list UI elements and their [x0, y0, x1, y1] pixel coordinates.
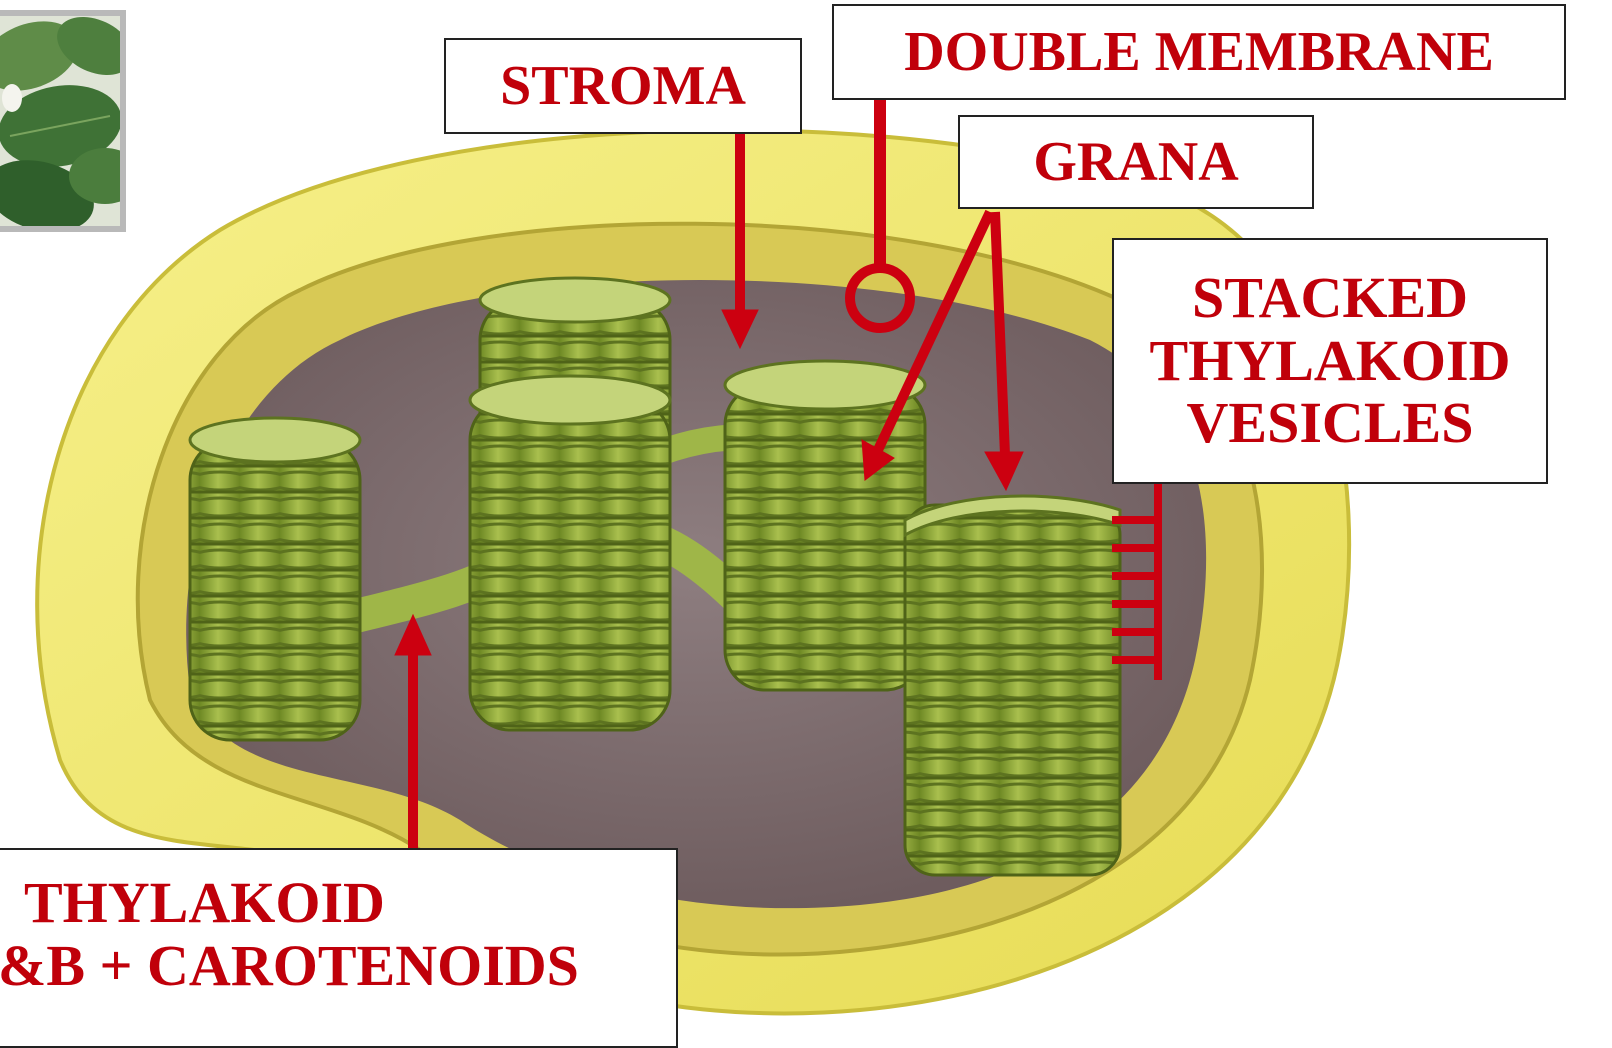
label-double-membrane-text: DOUBLE MEMBRANE	[904, 22, 1494, 82]
label-grana-text: GRANA	[1033, 132, 1238, 192]
label-stacked-thylakoid-vesicles: STACKED THYLAKOID VESICLES	[1112, 238, 1548, 484]
label-stacked-line-3: VESICLES	[1187, 392, 1474, 455]
label-thylakoid-line-1: THYLAKOID	[0, 872, 385, 935]
label-stroma: STROMA	[444, 38, 802, 134]
leaf-photo-icon	[0, 10, 126, 232]
label-stacked-line-1: STACKED	[1192, 267, 1468, 330]
granum-right	[905, 496, 1120, 875]
granum-center-front	[470, 376, 670, 730]
granum-left	[190, 418, 360, 740]
label-double-membrane: DOUBLE MEMBRANE	[832, 4, 1566, 100]
label-thylakoid-line-2: &B + CAROTENOIDS	[0, 935, 579, 998]
label-thylakoid-pigments: THYLAKOID &B + CAROTENOIDS	[0, 848, 678, 1048]
label-grana: GRANA	[958, 115, 1314, 209]
label-stacked-line-2: THYLAKOID	[1150, 330, 1511, 393]
label-stroma-text: STROMA	[500, 56, 746, 116]
